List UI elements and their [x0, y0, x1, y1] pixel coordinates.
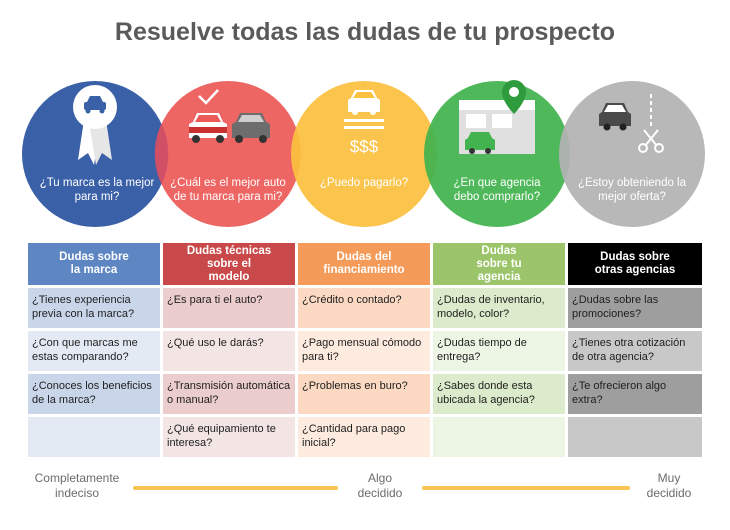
header-model: Dudas técnicas sobre el modelo: [163, 243, 295, 285]
circle-text-offer: ¿Estoy obteniendo la mejor oferta?: [577, 177, 687, 203]
cell-brand-2: ¿Con que marcas me estas comparando?: [28, 331, 160, 371]
scale-left-label: Completamente indeciso: [34, 471, 120, 500]
svg-text:$$$: $$$: [350, 137, 379, 156]
circle-finance: [291, 81, 437, 227]
scale-right-label: Muy decidido: [646, 471, 692, 500]
cell-finance-3: ¿Problemas en buro?: [298, 374, 430, 414]
dealership-map-pin-icon: [459, 80, 535, 154]
header-dealer: Dudas sobre tu agencia: [433, 243, 565, 285]
cell-model-1: ¿Es para ti el auto?: [163, 288, 295, 328]
cell-other-3: ¿Te ofrecieron algo extra?: [568, 374, 702, 414]
circle-text-dealer: ¿En que agencia debo comprarlo?: [453, 177, 541, 203]
cell-other-4: [568, 417, 702, 457]
cell-brand-3: ¿Conoces los beneficios de la marca?: [28, 374, 160, 414]
car-scissors-icon: [599, 94, 664, 153]
cell-finance-4: ¿Cantidad para pago inicial?: [298, 417, 430, 457]
header-finance: Dudas del financiamiento: [298, 243, 430, 285]
circle-text-finance: ¿Puedo pagarlo?: [319, 177, 409, 189]
circle-model: [155, 81, 301, 227]
cell-dealer-4: [433, 417, 565, 457]
cell-other-1: ¿Dudas sobre las promociones?: [568, 288, 702, 328]
cell-brand-4: [28, 417, 160, 457]
cell-dealer-3: ¿Sabes donde esta ubicada la agencia?: [433, 374, 565, 414]
cell-model-2: ¿Qué uso le darás?: [163, 331, 295, 371]
checkmark-cars-icon: [189, 89, 270, 143]
circle-text-brand: ¿Tu marca es la mejor para mi?: [39, 177, 155, 203]
cell-brand-1: ¿Tienes experiencia previa con la marca?: [28, 288, 160, 328]
cell-finance-1: ¿Crédito o contado?: [298, 288, 430, 328]
header-brand: Dudas sobre la marca: [28, 243, 160, 285]
circle-text-model: ¿Cuál es el mejor auto de tu marca para …: [170, 177, 286, 203]
cell-dealer-2: ¿Dudas tiempo de entrega?: [433, 331, 565, 371]
circle-offer: [559, 81, 705, 227]
cell-finance-2: ¿Pago mensual cómodo para ti?: [298, 331, 430, 371]
award-ribbon-car-icon: [73, 85, 117, 165]
car-dollar-icon: $$$: [344, 90, 384, 156]
cell-dealer-1: ¿Dudas de inventario, modelo, color?: [433, 288, 565, 328]
scale-middle-label: Algo decidido: [357, 471, 403, 500]
page-title: Resuelve todas las dudas de tu prospecto: [114, 18, 616, 46]
cell-model-4: ¿Qué equipamiento te interesa?: [163, 417, 295, 457]
scale-bar-right: [422, 486, 630, 490]
circles-graphic: $$$: [22, 80, 705, 227]
header-other: Dudas sobre otras agencias: [568, 243, 702, 285]
cell-other-2: ¿Tienes otra cotización de otra agencia?: [568, 331, 702, 371]
cell-model-3: ¿Transmisión automática o manual?: [163, 374, 295, 414]
overlap-1: [154, 123, 169, 185]
scale-bar-left: [133, 486, 338, 490]
